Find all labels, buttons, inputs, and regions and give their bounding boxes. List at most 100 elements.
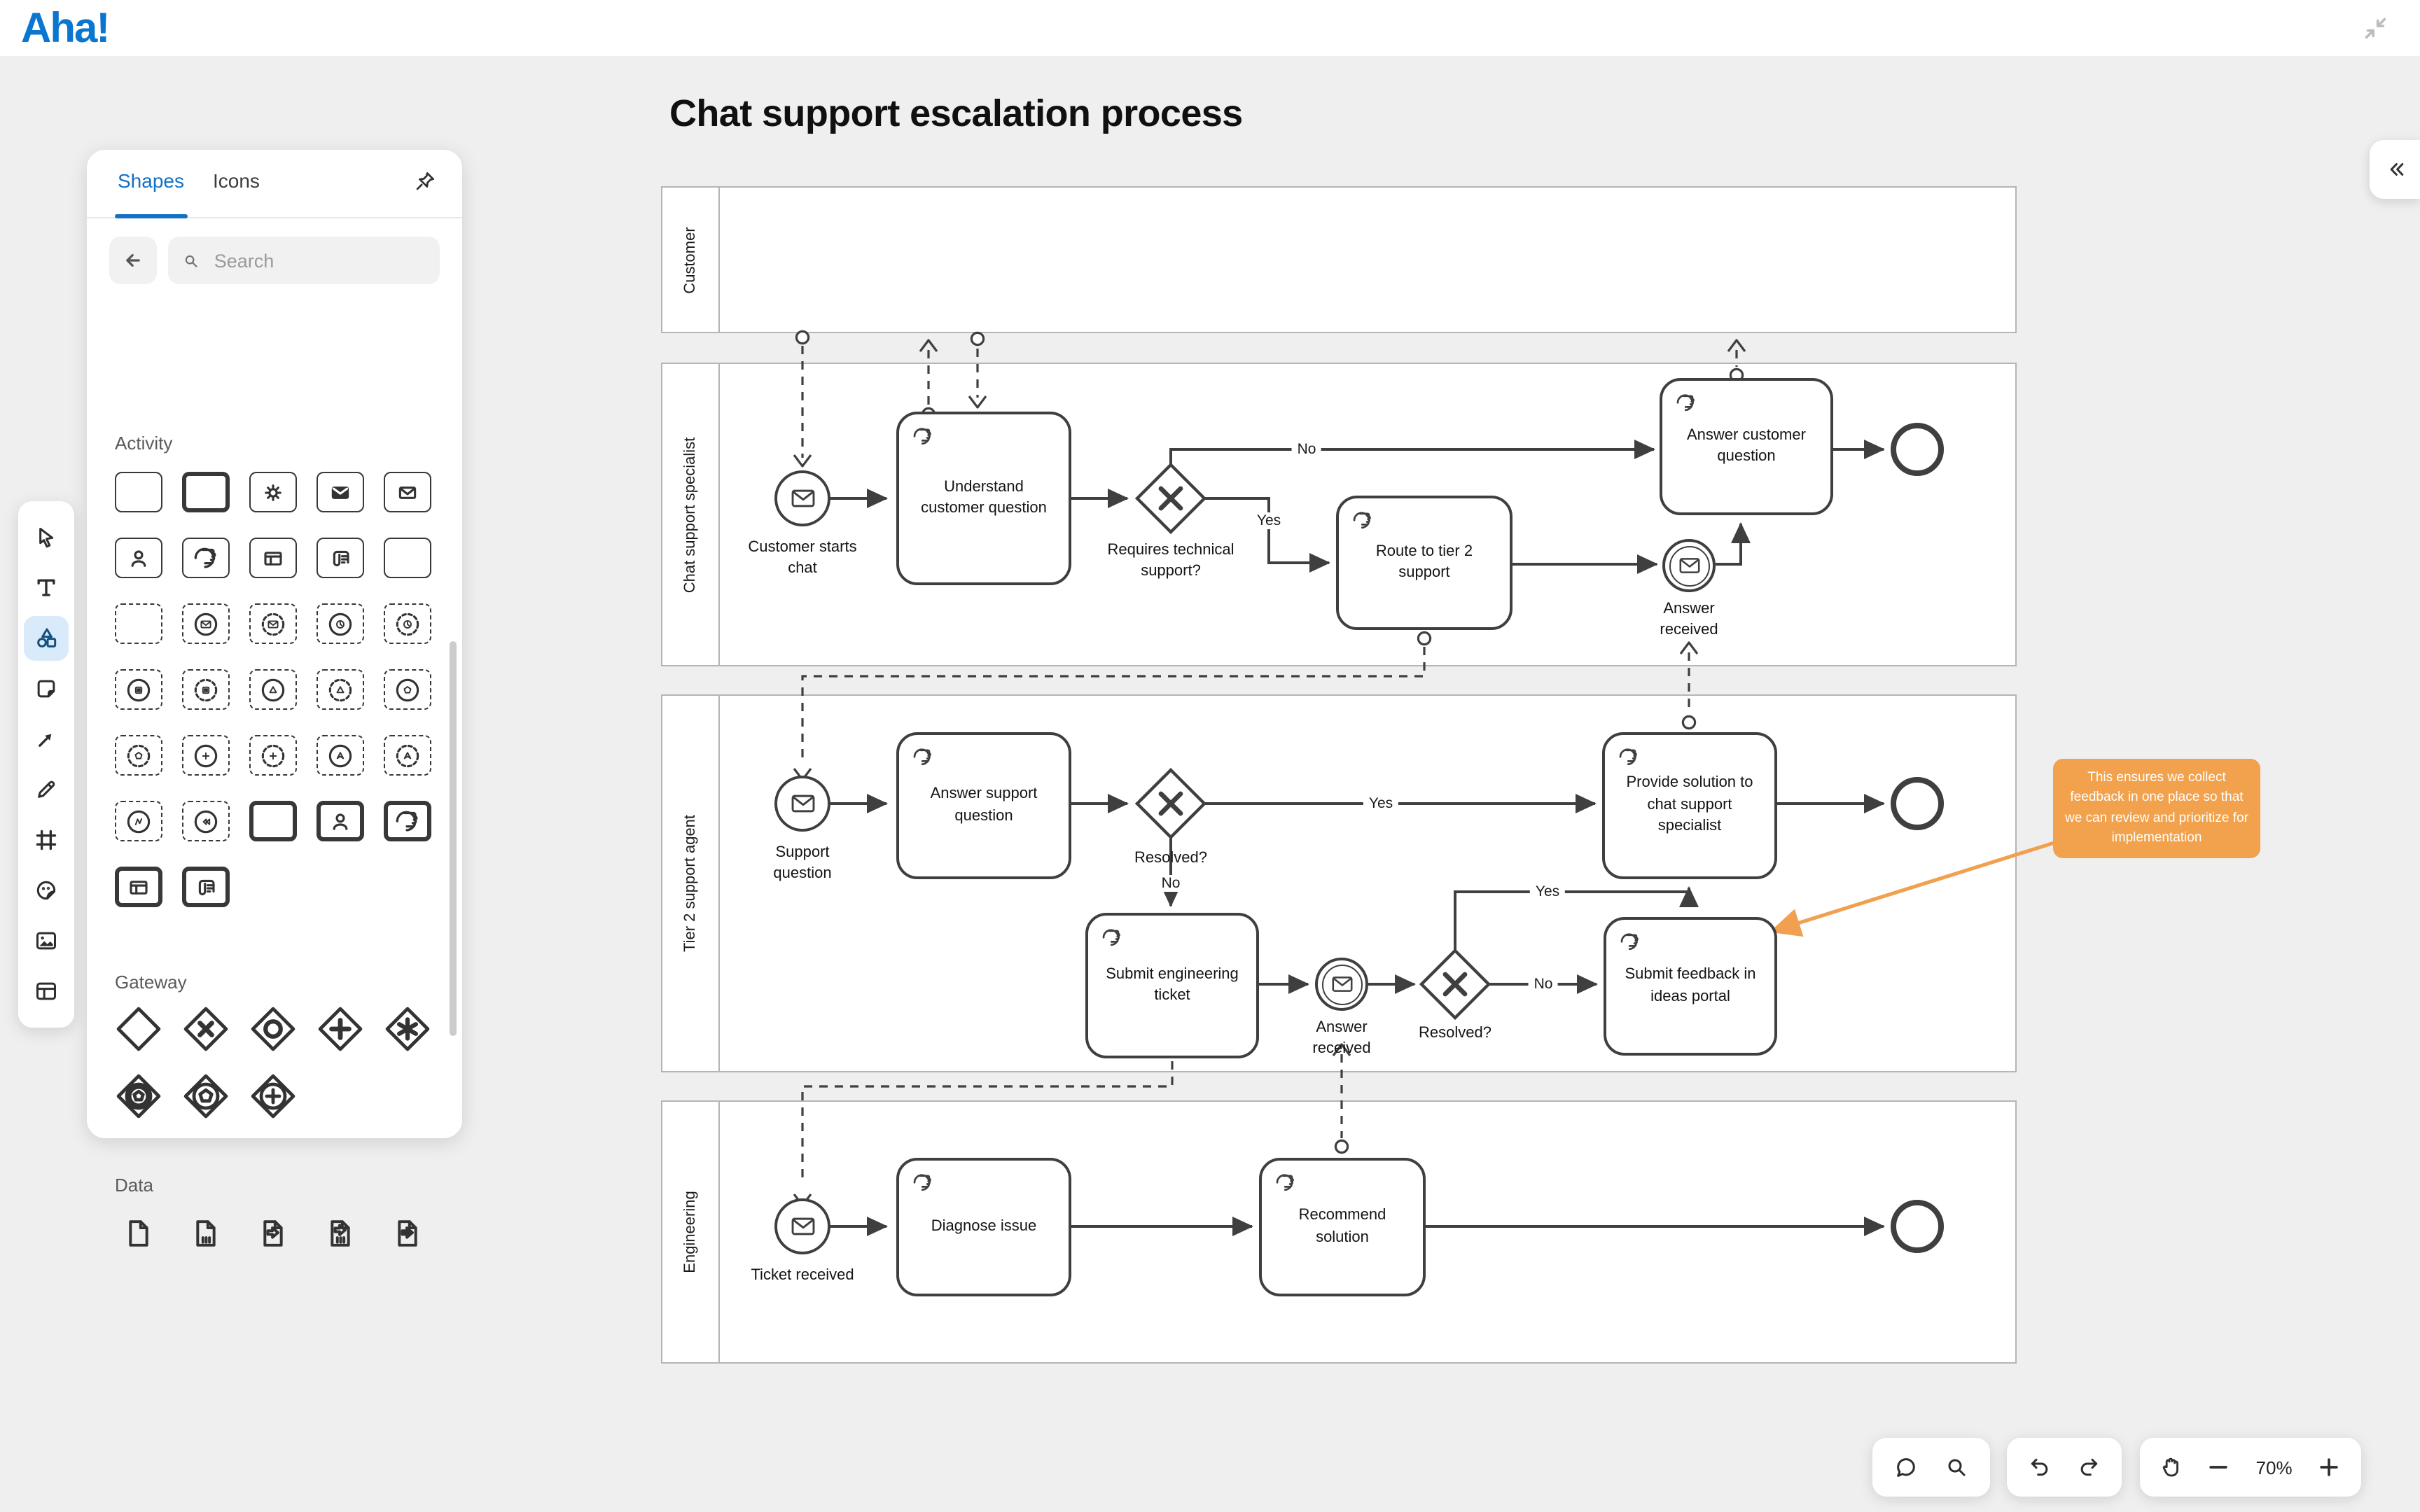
edge-label-no[interactable]: No [1528,976,1559,993]
zoom-out-button[interactable] [2203,1452,2234,1483]
gateway-resolved-2[interactable] [1419,948,1491,1021]
sticky-comment-note[interactable]: This ensures we collect feedback in one … [2053,759,2260,858]
event-label[interactable]: Answer received [1312,1019,1371,1058]
shape-event-subprocess-multiple[interactable] [384,669,431,710]
shape-event-subprocess-escalation[interactable] [317,735,364,776]
shape-data-input[interactable] [249,1211,297,1256]
task-route-to-tier-2-support[interactable]: Route to tier 2 support [1336,496,1512,630]
shape-data-input-collection[interactable] [317,1211,364,1256]
pan-hand-button[interactable] [2156,1452,2187,1483]
shape-script-task[interactable] [317,538,364,578]
shape-call-activity[interactable] [182,472,230,512]
end-event-3[interactable] [1891,1200,1944,1253]
tool-connector[interactable] [24,717,69,762]
pin-icon[interactable] [412,169,437,195]
shape-call-activity-manual[interactable] [384,801,431,841]
shape-event-subprocess-multiple-non-interrupting[interactable] [115,735,162,776]
event-label[interactable]: Support question [773,844,832,883]
shape-data-output[interactable] [384,1211,431,1256]
shape-task[interactable] [115,472,162,512]
zoom-in-button[interactable] [2314,1452,2345,1483]
shape-complex-gateway[interactable] [384,1004,431,1054]
tool-text[interactable] [24,566,69,610]
shape-event-subprocess-parallel[interactable] [182,735,230,776]
shape-event-subprocess-signal[interactable] [249,669,297,710]
zoom-search-button[interactable] [1940,1452,1971,1483]
event-label[interactable]: Customer starts chat [748,539,857,578]
task-understand-customer-question[interactable]: Understand customer question [896,412,1071,585]
tool-shapes[interactable] [24,616,69,661]
shape-inclusive-gateway[interactable] [249,1004,297,1054]
shape-parallel-event-based-gateway[interactable] [249,1071,297,1121]
edge-label-yes[interactable]: Yes [1529,883,1566,900]
shape-user-task[interactable] [115,538,162,578]
shape-event-subprocess-conditional[interactable] [115,669,162,710]
tool-sticky-note[interactable] [24,666,69,711]
task-provide-solution[interactable]: Provide solution to chat support special… [1602,732,1777,879]
shape-call-activity-plain[interactable] [249,801,297,841]
tool-frame[interactable] [24,818,69,862]
edge-label-no[interactable]: No [1291,441,1322,458]
collapse-window-icon[interactable] [2361,14,2389,42]
shape-subprocess[interactable] [384,538,431,578]
task-submit-engineering-ticket[interactable]: Submit engineering ticket [1085,913,1259,1058]
edge-label-no[interactable]: No [1155,875,1186,892]
shape-call-activity-script[interactable] [182,867,230,907]
gateway-resolved-1[interactable] [1134,767,1207,840]
lane-tier-2-support-agent[interactable]: Tier 2 support agent [661,694,2017,1072]
shape-parallel-gateway[interactable] [317,1004,364,1054]
end-event-2[interactable] [1891,777,1944,830]
shape-exclusive-event-based-gateway[interactable] [182,1071,230,1121]
task-answer-support-question[interactable]: Answer support question [896,732,1071,879]
shape-event-subprocess-timer[interactable] [317,603,364,644]
shape-event-subprocess-parallel-non-interrupting[interactable] [249,735,297,776]
shape-event-based-gateway[interactable] [115,1071,162,1121]
shape-gateway[interactable] [115,1004,162,1054]
intermediate-event-answer-received-2[interactable] [1315,958,1368,1011]
task-recommend-solution[interactable]: Recommend solution [1259,1158,1426,1296]
gateway-requires-technical-support[interactable] [1134,462,1207,535]
shape-event-subprocess-signal-non-interrupting[interactable] [317,669,364,710]
edge-label-yes[interactable]: Yes [1251,512,1287,529]
task-diagnose-issue[interactable]: Diagnose issue [896,1158,1071,1296]
end-event-1[interactable] [1891,423,1944,476]
shape-data-collection[interactable] [182,1211,230,1256]
lane-customer[interactable]: Customer [661,186,2017,333]
shape-service-task[interactable] [249,472,297,512]
redo-button[interactable] [2073,1452,2104,1483]
aha-logo[interactable]: Aha! [21,6,110,52]
start-event-ticket-received[interactable] [774,1198,830,1254]
shape-data-object[interactable] [115,1211,162,1256]
tool-table[interactable] [24,969,69,1014]
diagram-title[interactable]: Chat support escalation process [669,92,1243,134]
panel-scrollbar[interactable] [450,641,457,1036]
event-label[interactable]: Answer received [1660,601,1718,639]
comment-button[interactable] [1891,1452,1922,1483]
tool-image[interactable] [24,918,69,963]
tab-icons[interactable]: Icons [213,169,260,192]
tool-select[interactable] [24,515,69,560]
intermediate-event-answer-received-1[interactable] [1662,539,1716,592]
shape-event-subprocess-timer-non-interrupting[interactable] [384,603,431,644]
diagram-canvas[interactable]: Chat support escalation process Customer… [0,56,2420,1512]
gateway-label[interactable]: Requires technical support? [1107,542,1235,580]
shape-event-subprocess-conditional-non-interrupting[interactable] [182,669,230,710]
tab-shapes[interactable]: Shapes [118,169,184,192]
shape-manual-task[interactable] [182,538,230,578]
shape-send-task[interactable] [317,472,364,512]
shape-receive-task[interactable] [384,472,431,512]
task-submit-feedback-ideas-portal[interactable]: Submit feedback in ideas portal [1604,917,1777,1056]
start-event-customer-starts-chat[interactable] [774,470,830,526]
start-event-support-question[interactable] [774,776,830,832]
tool-sticker[interactable] [24,868,69,913]
shape-event-subprocess-message[interactable] [182,603,230,644]
event-label[interactable]: Ticket received [751,1267,854,1284]
shape-event-subprocess-message-non-interrupting[interactable] [249,603,297,644]
edge-label-yes[interactable]: Yes [1363,795,1399,812]
shape-event-subprocess-escalation-non-interrupting[interactable] [384,735,431,776]
collapse-sidebar-button[interactable] [2370,140,2420,199]
shape-event-subprocess[interactable] [115,603,162,644]
shape-event-subprocess-error[interactable] [115,801,162,841]
shape-call-activity-business-rule[interactable] [115,867,162,907]
search-input[interactable] [211,248,426,272]
